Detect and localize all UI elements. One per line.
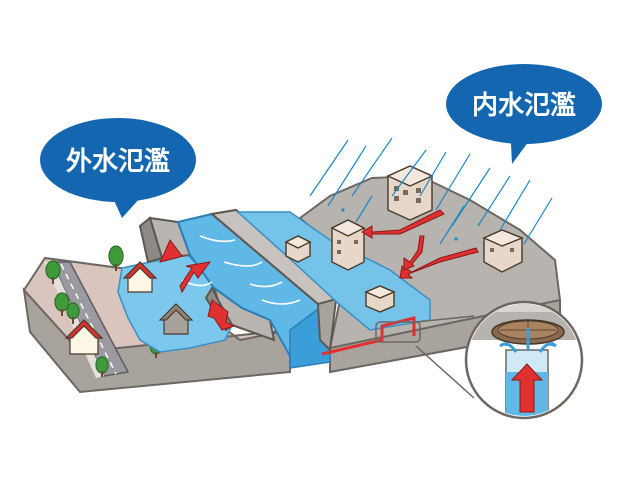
internal-flood-bubble: 内水氾濫	[446, 64, 602, 164]
house-icon	[64, 261, 194, 355]
external-flood-bubble: 外水氾濫	[40, 118, 196, 218]
building-icon	[284, 165, 524, 313]
external-flood-label: 外水氾濫	[66, 147, 170, 177]
manhole-callout	[415, 300, 584, 420]
rain-icon	[309, 137, 553, 245]
internal-flood-label: 内水氾濫	[472, 91, 576, 121]
flood-arrows	[159, 209, 479, 331]
manhole-icon	[491, 319, 565, 345]
drain-pipe-icon	[321, 316, 421, 356]
